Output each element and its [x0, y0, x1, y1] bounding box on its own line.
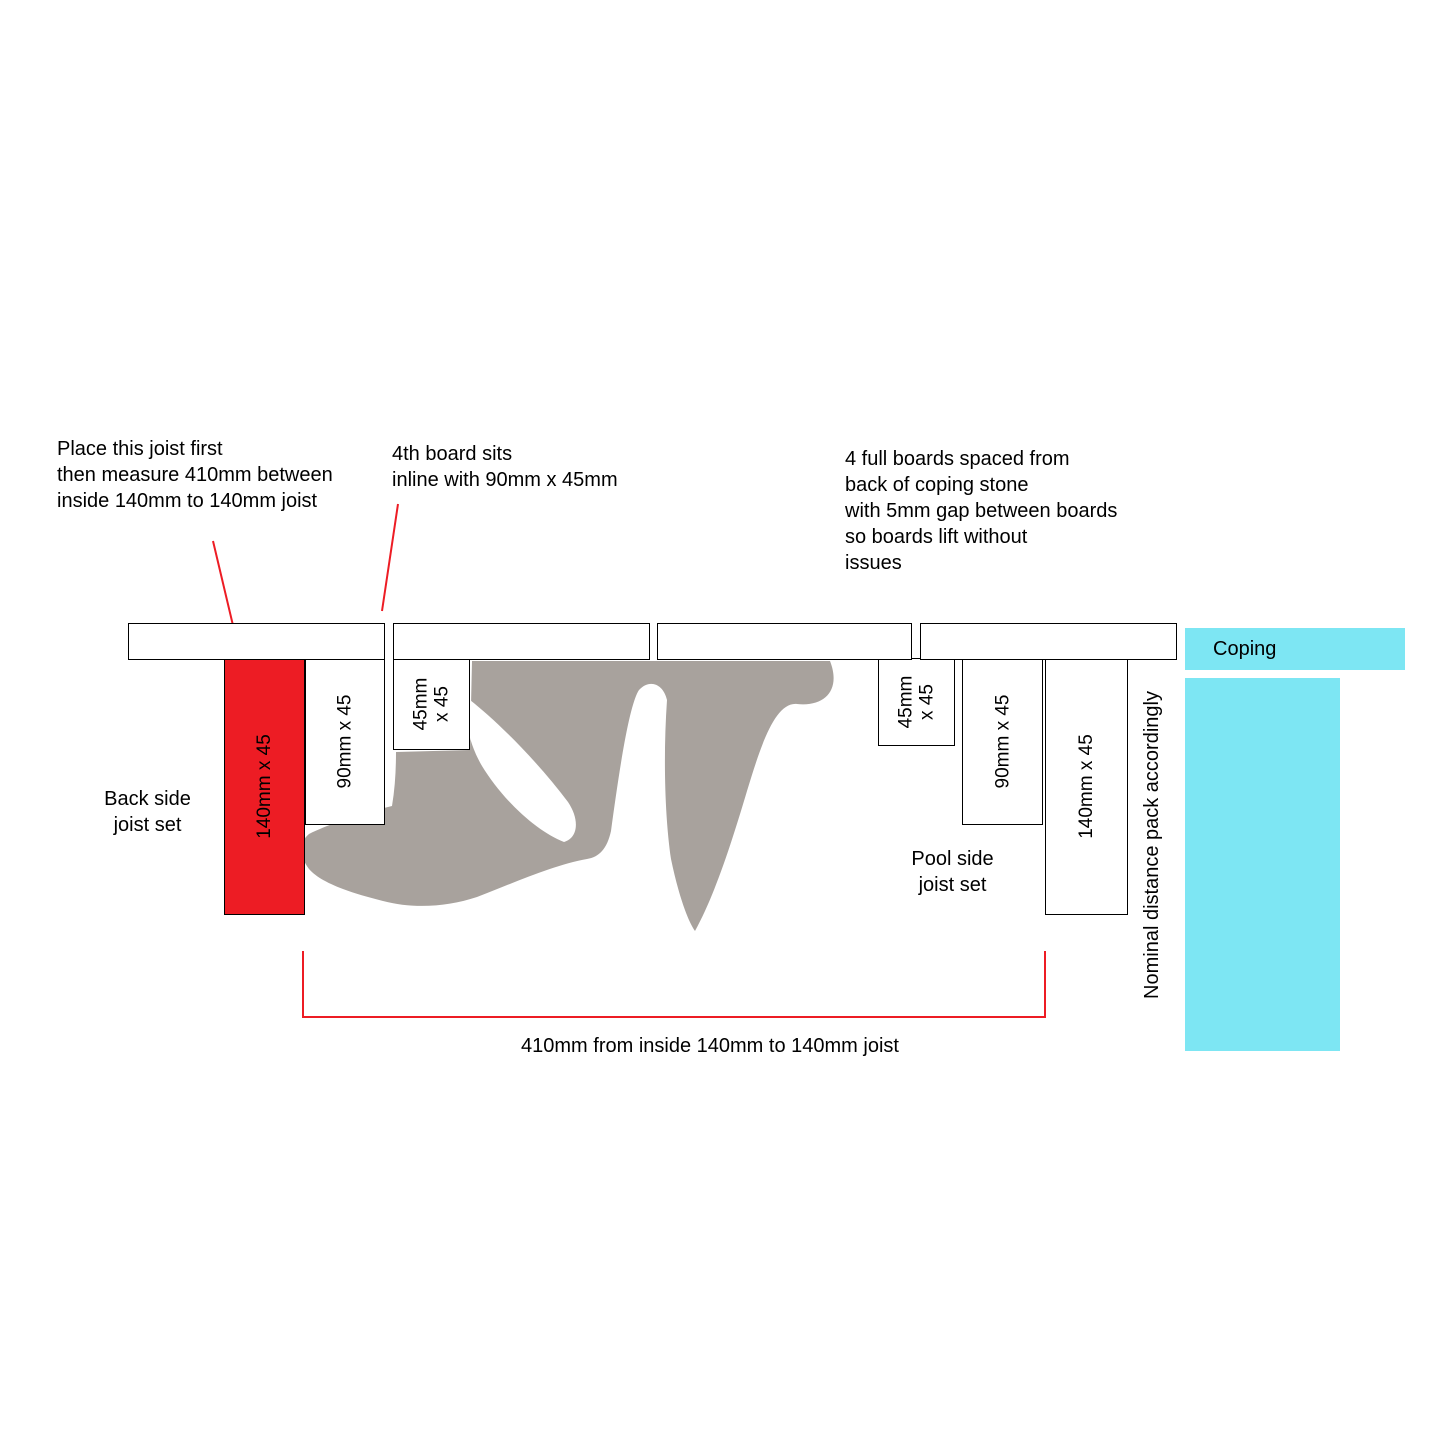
- pool-joist-140-label: 140mm x 45: [1076, 734, 1098, 839]
- label-pool-side-joist-set: Pool side joist set: [911, 848, 994, 896]
- deck-board-2: [393, 623, 650, 660]
- substructure-shape: [301, 661, 834, 931]
- coping-label: Coping: [1213, 637, 1277, 660]
- back-joist-140-label: 140mm x 45: [254, 734, 276, 839]
- annotation-place-joist-first: Place this joist first then measure 410m…: [57, 438, 333, 512]
- pool-joist-140: 140mm x 45: [1045, 658, 1128, 915]
- annotation-4-full-boards: 4 full boards spaced from back of coping…: [845, 448, 1118, 574]
- dimension-bracket: [302, 951, 1046, 1018]
- deck-board-1: [128, 623, 385, 660]
- back-joist-45: 45mm x 45: [393, 658, 470, 750]
- pool-water: [1185, 678, 1340, 1051]
- back-joist-90: 90mm x 45: [305, 658, 385, 825]
- leader-line-4th-board: [381, 503, 399, 612]
- back-joist-140: 140mm x 45: [224, 658, 305, 915]
- back-joist-90-label: 90mm x 45: [334, 694, 356, 789]
- label-nominal-distance: Nominal distance pack accordingly: [1141, 691, 1163, 999]
- pool-joist-45-label: 45mm x 45: [895, 675, 938, 729]
- label-back-side-joist-set: Back side joist set: [104, 788, 191, 836]
- deck-board-3: [657, 623, 912, 660]
- back-joist-45-label: 45mm x 45: [410, 677, 453, 731]
- pool-joist-90-label: 90mm x 45: [992, 694, 1014, 789]
- dimension-label-410mm: 410mm from inside 140mm to 140mm joist: [521, 1035, 899, 1057]
- coping-block: Coping: [1185, 628, 1405, 670]
- pool-joist-45: 45mm x 45: [878, 658, 955, 746]
- annotation-4th-board: 4th board sits inline with 90mm x 45mm: [392, 443, 618, 491]
- substructure-cutout: [466, 700, 576, 842]
- pool-joist-90: 90mm x 45: [962, 658, 1043, 825]
- deck-board-4: [920, 623, 1177, 660]
